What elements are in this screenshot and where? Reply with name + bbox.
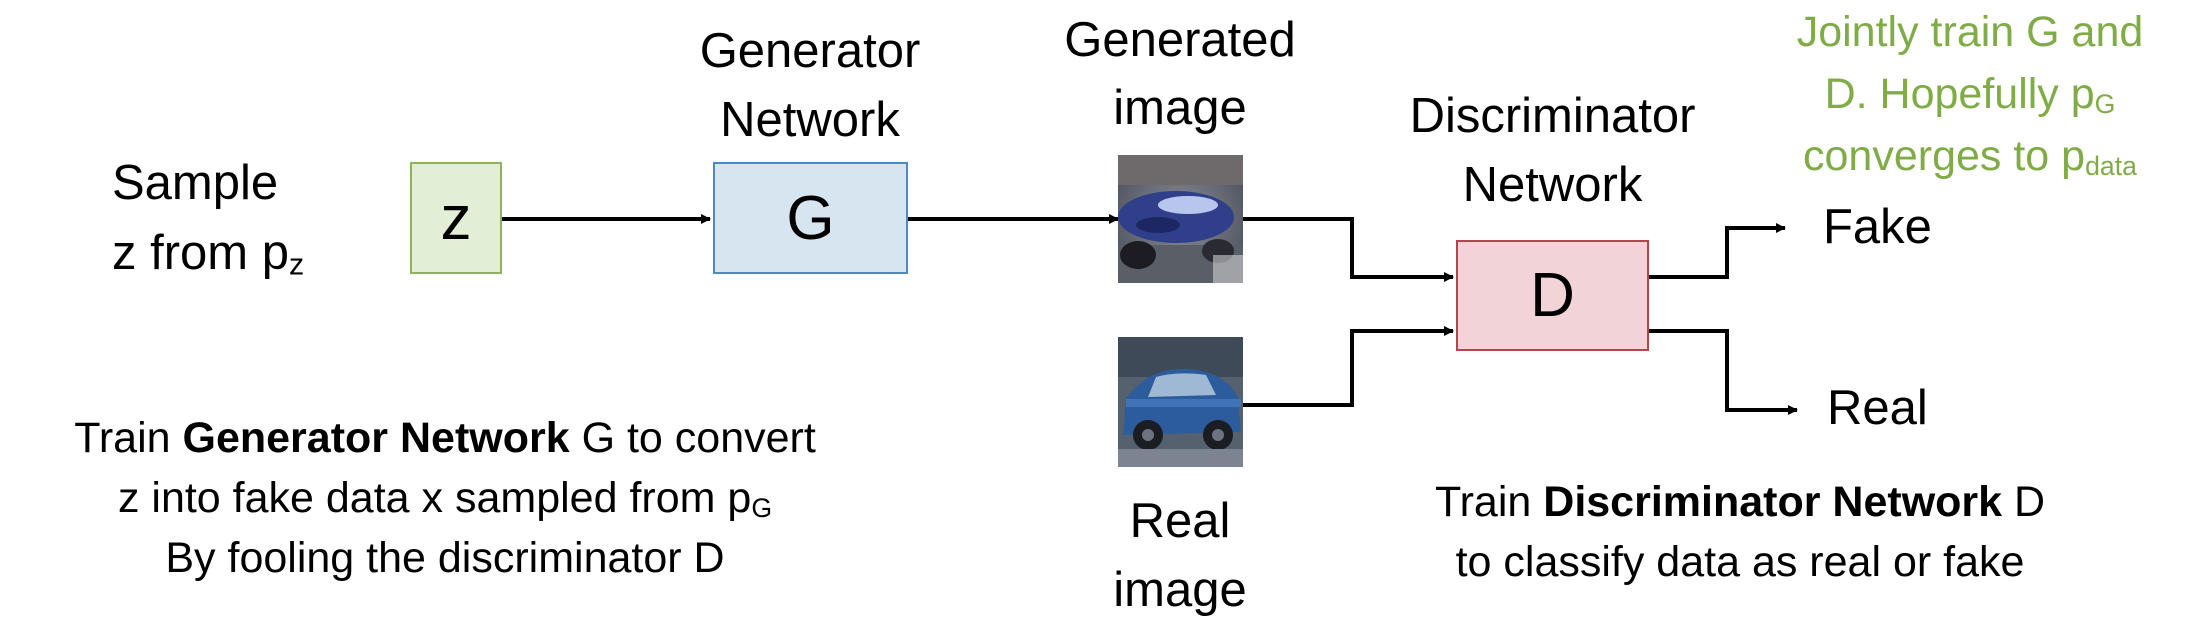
generator-desc-line1: Train Generator Network G to convert [74, 414, 816, 462]
joint-training-note-line2: D. Hopefully pG [1824, 70, 2116, 119]
arrow-real-image-to-d [1243, 326, 1454, 407]
z-box-label: z [440, 183, 472, 253]
discriminator-box-label: D [1530, 261, 1575, 330]
joint-training-note-line3: converges to pdata [1803, 132, 2137, 181]
generated-car-image [1118, 155, 1243, 283]
joint-training-note-line1: Jointly train G and [1796, 8, 2144, 56]
generator-box-label: G [786, 183, 835, 253]
sample-label-line2: z from pz [112, 226, 305, 282]
arrow-d-to-fake [1649, 223, 1786, 279]
discriminator-box: D [1456, 240, 1649, 351]
output-fake-label: Fake [1823, 200, 1932, 254]
generator-desc-line2: z into fake data x sampled from pG [117, 474, 773, 523]
discriminator-title-line1: Discriminator [1409, 89, 1696, 143]
output-real-label: Real [1827, 381, 1928, 435]
sample-label-line1: Sample [112, 156, 279, 210]
generator-desc-line3: By fooling the discriminator D [165, 534, 725, 582]
real-image-label-line1: Real [1129, 494, 1231, 548]
discriminator-desc-line1: Train Discriminator Network D [1434, 478, 2046, 526]
generated-image-label-line2: image [1113, 81, 1247, 135]
real-image-label-line2: image [1113, 563, 1247, 617]
discriminator-desc-line2: to classify data as real or fake [1455, 538, 2025, 586]
discriminator-title-line2: Network [1462, 158, 1643, 212]
generated-image-label-line1: Generated [1064, 13, 1296, 67]
generator-title-line1: Generator [699, 24, 921, 78]
arrow-d-to-real [1649, 329, 1798, 415]
real-car-image [1118, 337, 1243, 467]
arrow-generated-image-to-d [1243, 217, 1454, 282]
z-box: z [410, 162, 502, 274]
generator-box: G [713, 162, 908, 274]
generator-title-line2: Network [720, 93, 900, 147]
